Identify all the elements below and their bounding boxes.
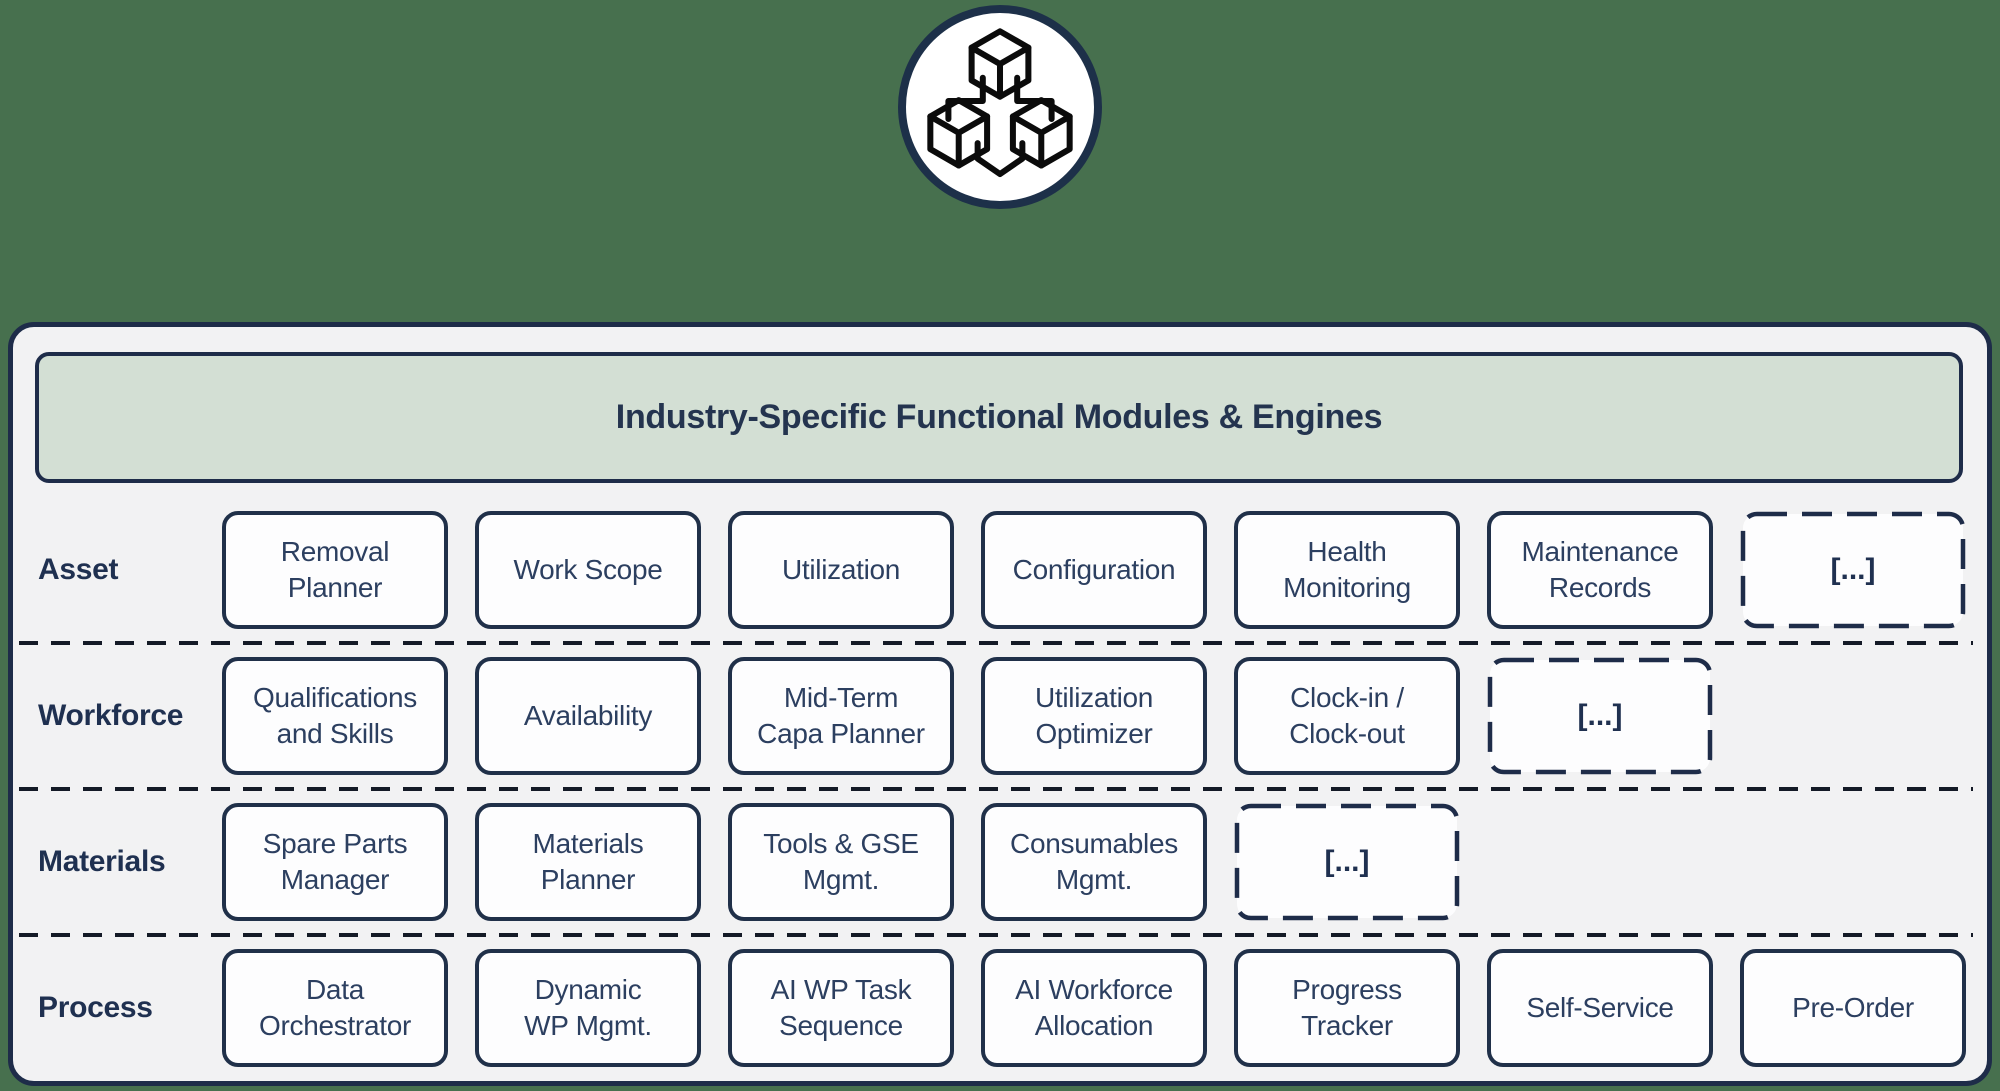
module-box: Availability (475, 657, 701, 775)
module-box: Materials Planner (475, 803, 701, 921)
more-modules-label: [...] (1324, 845, 1370, 878)
row-label-asset: Asset (38, 553, 119, 586)
module-box: Utilization Optimizer (981, 657, 1207, 775)
row-materials: Materials Spare Parts Manager Materials … (13, 789, 1987, 937)
more-modules-label: [...] (1577, 699, 1623, 732)
cubes-network-icon (927, 28, 1073, 178)
row-workforce: Workforce Qualifications and Skills Avai… (13, 643, 1987, 791)
module-box: Qualifications and Skills (222, 657, 448, 775)
panel-title: Industry-Specific Functional Modules & E… (615, 398, 1383, 436)
row-process: Process Data Orchestrator Dynamic WP Mgm… (13, 935, 1987, 1081)
module-box: Utilization (728, 511, 954, 629)
module-box: Progress Tracker (1234, 949, 1460, 1067)
module-box: Pre-Order (1740, 949, 1966, 1067)
more-modules-box: [...] (1740, 511, 1966, 629)
module-box: Clock-in / Clock-out (1234, 657, 1460, 775)
module-box: Configuration (981, 511, 1207, 629)
module-box: AI Workforce Allocation (981, 949, 1207, 1067)
module-box: AI WP Task Sequence (728, 949, 954, 1067)
row-label-process: Process (38, 991, 153, 1024)
row-label-workforce: Workforce (38, 699, 184, 732)
modules-icon-badge (898, 5, 1102, 209)
module-box: Mid-Term Capa Planner (728, 657, 954, 775)
row-asset: Asset Removal Planner Work Scope Utiliza… (13, 497, 1987, 645)
dashed-border (1234, 803, 1460, 921)
row-separator (19, 787, 1973, 791)
row-label-materials: Materials (38, 845, 166, 878)
more-modules-box: [...] (1234, 803, 1460, 921)
module-box: Consumables Mgmt. (981, 803, 1207, 921)
more-modules-label: [...] (1830, 553, 1876, 586)
dashed-border (1487, 657, 1713, 775)
more-modules-box: [...] (1487, 657, 1713, 775)
dashed-border (1740, 511, 1966, 629)
module-box: Maintenance Records (1487, 511, 1713, 629)
module-box: Dynamic WP Mgmt. (475, 949, 701, 1067)
row-separator (19, 933, 1973, 937)
module-box: Removal Planner (222, 511, 448, 629)
module-box: Spare Parts Manager (222, 803, 448, 921)
module-box: Data Orchestrator (222, 949, 448, 1067)
module-rows: Asset Removal Planner Work Scope Utiliza… (13, 497, 1987, 1081)
module-box: Work Scope (475, 511, 701, 629)
module-box: Self-Service (1487, 949, 1713, 1067)
module-box: Tools & GSE Mgmt. (728, 803, 954, 921)
modules-panel: Industry-Specific Functional Modules & E… (8, 322, 1992, 1086)
module-box: Health Monitoring (1234, 511, 1460, 629)
row-separator (19, 641, 1973, 645)
panel-header: Industry-Specific Functional Modules & E… (35, 352, 1963, 483)
